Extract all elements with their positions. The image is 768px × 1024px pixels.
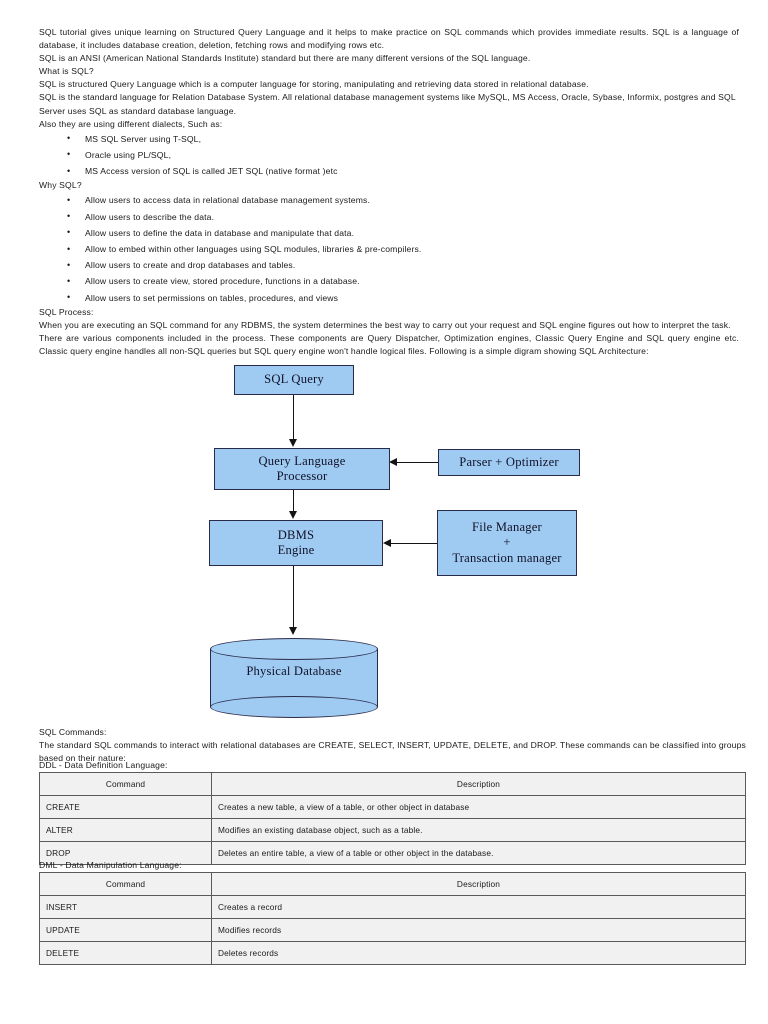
- sql-architecture-diagram: SQL Query Query Language Processor Parse…: [0, 355, 768, 730]
- table-header-row: Command Description: [39, 772, 746, 796]
- filemgr-line-3: Transaction manager: [452, 550, 562, 565]
- list-item: Allow users to set permissions on tables…: [39, 289, 739, 306]
- qlp-line-1: Query Language: [258, 453, 346, 468]
- what-is-sql-paragraph-3: Also they are using different dialects, …: [39, 118, 223, 129]
- diagram-node-label: Query Language Processor: [258, 454, 345, 485]
- cell-command: ALTER: [39, 818, 212, 842]
- table-row: ALTER Modifies an existing database obje…: [39, 818, 746, 842]
- list-item: Allow users to describe the data.: [39, 208, 739, 225]
- connector-dbms-to-database: [293, 566, 295, 628]
- diagram-node-label: Physical Database: [246, 664, 342, 678]
- arrowhead-left-qlp: [389, 458, 397, 466]
- dml-table: Command Description INSERT Creates a rec…: [39, 872, 746, 965]
- connector-qlp-to-dbms: [293, 490, 295, 512]
- label-ddl: DDL - Data Definition Language:: [39, 760, 168, 770]
- table-row: DELETE Deletes records: [39, 941, 746, 965]
- ddl-table: Command Description CREATE Creates a new…: [39, 772, 746, 865]
- diagram-node-label: DBMS Engine: [278, 528, 315, 559]
- heading-sql-process: SQL Process:: [39, 306, 94, 317]
- document-body: SQL tutorial gives unique learning on St…: [39, 26, 739, 358]
- diagram-node-parser-optimizer: Parser + Optimizer: [438, 449, 580, 476]
- connector-parser-to-qlp: [397, 462, 438, 464]
- diagram-node-label: File Manager + Transaction manager: [452, 520, 561, 567]
- list-item: Allow to embed within other languages us…: [39, 241, 739, 257]
- diagram-node-file-manager: File Manager + Transaction manager: [437, 510, 577, 576]
- diagram-node-label: Parser + Optimizer: [459, 454, 559, 469]
- cell-command: UPDATE: [39, 918, 212, 942]
- heading-why-sql: Why SQL?: [39, 180, 82, 191]
- list-item: MS Access version of SQL is called JET S…: [39, 163, 739, 179]
- filemgr-line-2: +: [503, 535, 511, 550]
- list-item: Allow users to access data in relational…: [39, 192, 739, 208]
- table-row: UPDATE Modifies records: [39, 918, 746, 942]
- intro-paragraph-2: SQL is an ANSI (American National Standa…: [39, 53, 531, 64]
- label-dml: DML - Data Manipulation Language:: [39, 860, 182, 870]
- diagram-node-label: SQL Query: [264, 372, 324, 387]
- what-is-sql-paragraph-2: SQL is the standard language for Relatio…: [39, 92, 736, 116]
- intro-paragraph-1: SQL tutorial gives unique learning on St…: [39, 27, 739, 51]
- cell-command: CREATE: [39, 795, 212, 819]
- list-item: Oracle using PL/SQL,: [39, 146, 739, 163]
- list-item: Allow users to create view, stored proce…: [39, 273, 739, 289]
- diagram-node-sql-query: SQL Query: [234, 365, 354, 395]
- column-header-command: Command: [39, 872, 212, 896]
- table-row: INSERT Creates a record: [39, 895, 746, 919]
- why-sql-list: Allow users to access data in relational…: [39, 192, 739, 306]
- cell-command: INSERT: [39, 895, 212, 919]
- list-item: MS SQL Server using T-SQL,: [39, 130, 739, 147]
- sql-process-paragraph-2: There are various components included in…: [39, 333, 739, 357]
- table-header-row: Command Description: [39, 872, 746, 896]
- cell-command: DROP: [39, 841, 212, 865]
- sql-commands-block: SQL Commands: The standard SQL commands …: [39, 726, 746, 765]
- heading-what-is-sql: What is SQL?: [39, 66, 94, 77]
- diagram-node-query-language-processor: Query Language Processor: [214, 448, 390, 490]
- column-header-description: Description: [211, 772, 746, 796]
- arrowhead-left-dbms: [383, 539, 391, 547]
- table-row: CREATE Creates a new table, a view of a …: [39, 795, 746, 819]
- diagram-node-physical-database: Physical Database: [210, 638, 378, 718]
- dbms-line-2: Engine: [277, 543, 315, 557]
- what-is-sql-paragraph-1: SQL is structured Query Language which i…: [39, 79, 589, 90]
- connector-sqlquery-to-qlp: [293, 395, 295, 440]
- column-header-description: Description: [211, 872, 746, 896]
- heading-sql-commands: SQL Commands:: [39, 727, 107, 737]
- cylinder-top-ellipse: [210, 638, 378, 660]
- arrowhead-down-database: [289, 627, 297, 635]
- dialects-list: MS SQL Server using T-SQL, Oracle using …: [39, 130, 739, 180]
- arrowhead-down-dbms: [289, 511, 297, 519]
- cell-description: Modifies an existing database object, su…: [211, 818, 746, 842]
- filemgr-line-1: File Manager: [472, 519, 542, 534]
- cell-description: Creates a record: [211, 895, 746, 919]
- sql-process-paragraph-1: When you are executing an SQL command fo…: [39, 319, 731, 330]
- qlp-line-2: Processor: [276, 469, 328, 483]
- dbms-line-1: DBMS: [277, 527, 315, 542]
- cell-description: Deletes an entire table, a view of a tab…: [211, 841, 746, 865]
- cell-description: Modifies records: [211, 918, 746, 942]
- arrowhead-down-qlp: [289, 439, 297, 447]
- cylinder-bottom-ellipse: [210, 696, 378, 718]
- cell-command: DELETE: [39, 941, 212, 965]
- diagram-node-dbms-engine: DBMS Engine: [209, 520, 383, 566]
- sql-commands-paragraph: The standard SQL commands to interact wi…: [39, 740, 746, 764]
- list-item: Allow users to define the data in databa…: [39, 224, 739, 241]
- cell-description: Creates a new table, a view of a table, …: [211, 795, 746, 819]
- connector-filemgr-to-dbms: [391, 543, 437, 545]
- cell-description: Deletes records: [211, 941, 746, 965]
- table-row: DROP Deletes an entire table, a view of …: [39, 841, 746, 865]
- column-header-command: Command: [39, 772, 212, 796]
- list-item: Allow users to create and drop databases…: [39, 257, 739, 273]
